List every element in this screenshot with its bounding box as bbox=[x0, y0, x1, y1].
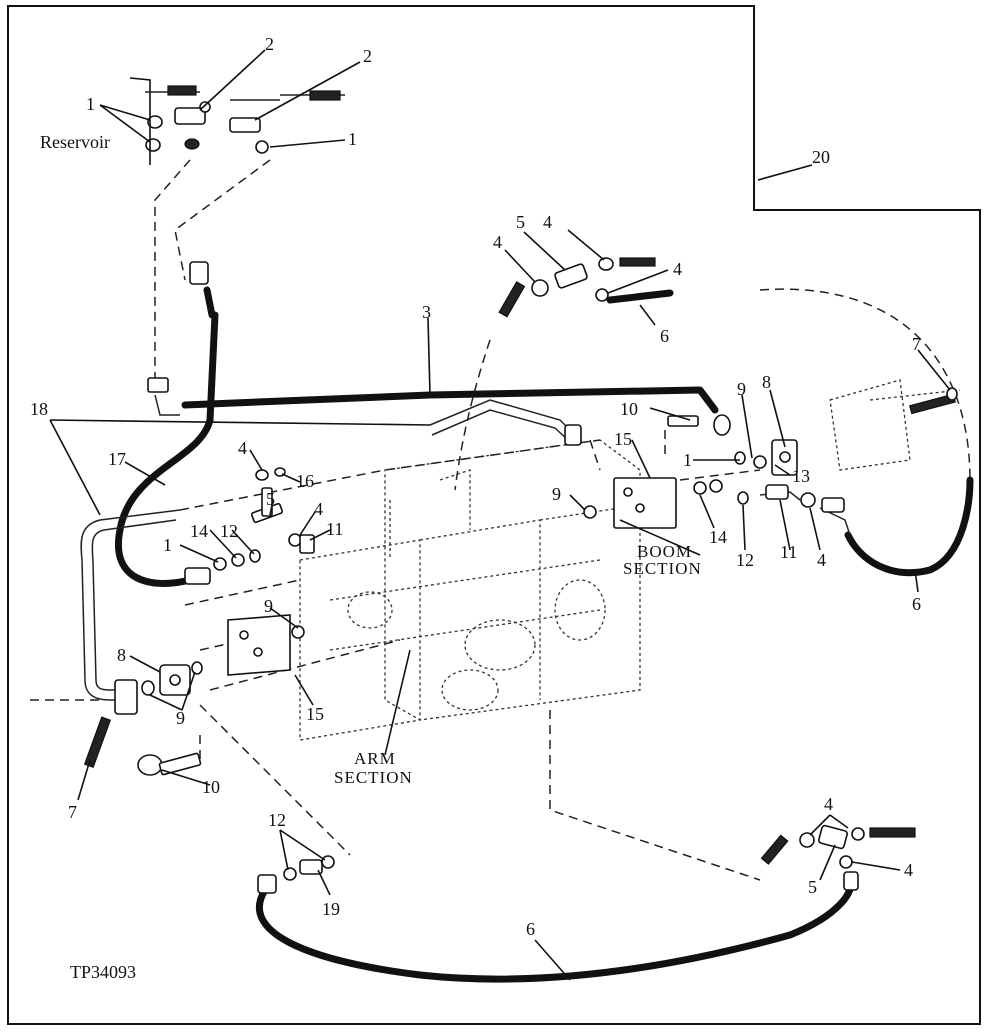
tubes bbox=[80, 269, 851, 701]
callout-1: 1 bbox=[163, 535, 172, 555]
callout-5: 5 bbox=[808, 877, 817, 897]
callout-9: 9 bbox=[737, 379, 746, 399]
callout-8: 8 bbox=[117, 645, 126, 665]
callout-15: 15 bbox=[614, 429, 632, 449]
callout-1: 1 bbox=[683, 450, 692, 470]
callout-11: 11 bbox=[326, 519, 343, 539]
text-labels: Reservoir BOOM SECTION ARM SECTION TP340… bbox=[40, 132, 702, 982]
hose-6-bottom bbox=[256, 876, 855, 983]
fittings bbox=[83, 77, 961, 894]
callout-13: 13 bbox=[792, 466, 810, 486]
label-reservoir: Reservoir bbox=[40, 132, 110, 152]
figure-id: TP34093 bbox=[70, 962, 136, 982]
hose-6-top bbox=[606, 289, 674, 304]
control-valve-block bbox=[299, 439, 641, 741]
callout-2: 2 bbox=[265, 34, 274, 54]
manifold-left bbox=[227, 614, 291, 676]
callout-7: 7 bbox=[912, 334, 921, 354]
callout-17: 17 bbox=[108, 449, 126, 469]
callout-6: 6 bbox=[660, 326, 669, 346]
hoses bbox=[115, 286, 974, 983]
callout-9: 9 bbox=[552, 484, 561, 504]
callout-12: 12 bbox=[268, 810, 286, 830]
callout-14: 14 bbox=[190, 521, 208, 541]
routing-dashes bbox=[30, 159, 971, 881]
callout-3: 3 bbox=[422, 302, 431, 322]
callout-20: 20 bbox=[812, 147, 830, 167]
callout-12: 12 bbox=[220, 521, 238, 541]
callout-6: 6 bbox=[526, 919, 535, 939]
diagram-border bbox=[7, 5, 981, 1025]
callout-14: 14 bbox=[709, 527, 727, 547]
hose-3 bbox=[181, 386, 719, 414]
callout-5: 5 bbox=[266, 489, 275, 509]
callout-12: 12 bbox=[736, 550, 754, 570]
label-arm-section-2: SECTION bbox=[334, 768, 413, 787]
callout-9: 9 bbox=[264, 596, 273, 616]
callout-8: 8 bbox=[762, 372, 771, 392]
tube-18-left bbox=[80, 509, 181, 701]
callout-4: 4 bbox=[493, 232, 502, 252]
callout-5: 5 bbox=[516, 212, 525, 232]
label-arm-section-1: ARM bbox=[354, 749, 396, 768]
callout-9: 9 bbox=[176, 708, 185, 728]
callout-4: 4 bbox=[817, 550, 826, 570]
callout-6: 6 bbox=[912, 594, 921, 614]
callout-11: 11 bbox=[780, 542, 797, 562]
callout-18: 18 bbox=[30, 399, 48, 419]
callout-10: 10 bbox=[202, 777, 220, 797]
callout-7: 7 bbox=[68, 802, 77, 822]
callout-4: 4 bbox=[673, 259, 682, 279]
callout-4: 4 bbox=[238, 438, 247, 458]
callout-16: 16 bbox=[296, 471, 314, 491]
callout-1: 1 bbox=[86, 94, 95, 114]
callout-2: 2 bbox=[363, 46, 372, 66]
leader-lines bbox=[49, 49, 951, 981]
callout-numbers: 1 2 2 1 20 3 4 5 4 4 6 7 9 8 10 15 1 13 … bbox=[30, 34, 921, 939]
callout-4: 4 bbox=[314, 499, 323, 519]
callout-4: 4 bbox=[904, 860, 913, 880]
hose-6-right bbox=[844, 476, 974, 577]
callout-4: 4 bbox=[824, 794, 833, 814]
callout-19: 19 bbox=[322, 899, 340, 919]
label-boom-section-2: SECTION bbox=[623, 559, 702, 578]
callout-15: 15 bbox=[306, 704, 324, 724]
callout-10: 10 bbox=[620, 399, 638, 419]
hose-17 bbox=[115, 311, 219, 587]
callout-4: 4 bbox=[543, 212, 552, 232]
tube-18-top bbox=[429, 399, 576, 436]
label-boom-section-1: BOOM bbox=[637, 542, 692, 561]
callout-1: 1 bbox=[348, 129, 357, 149]
